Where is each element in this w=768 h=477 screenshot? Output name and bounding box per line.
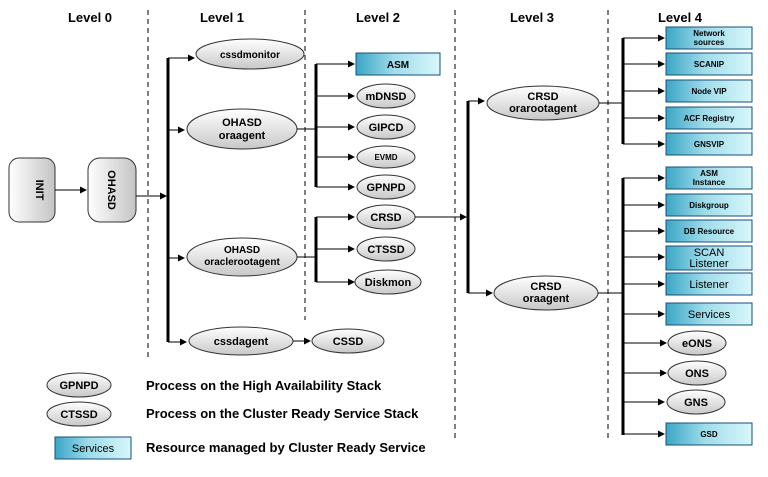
legend-resource-sample: Services bbox=[54, 436, 132, 460]
legend-ha-sample-label: GPNPD bbox=[59, 380, 98, 392]
crsd-oraagent-line2: oraagent bbox=[523, 293, 570, 305]
scan-listener-line1: SCAN bbox=[694, 247, 725, 259]
ohasd-label: OHASD bbox=[105, 170, 117, 210]
scanip-node: SCANIP bbox=[665, 52, 753, 76]
ohasd-oraclerootagent-line1: OHASD bbox=[224, 245, 260, 256]
diskmon-label: Diskmon bbox=[365, 277, 412, 289]
gpnpd-label: GPNPD bbox=[366, 182, 405, 194]
listener-label: Listener bbox=[689, 279, 728, 291]
legend-crs-sample: CTSSD bbox=[46, 401, 112, 427]
node-vip-node: Node VIP bbox=[665, 79, 753, 103]
evmd-node: EVMD bbox=[356, 145, 416, 169]
cssdmonitor-label: cssdmonitor bbox=[220, 50, 280, 61]
legend-resource-text: Resource managed by Cluster Ready Servic… bbox=[146, 440, 426, 455]
ons-node: ONS bbox=[667, 360, 727, 386]
crsd-oraagent-line1: CRSD bbox=[530, 281, 561, 293]
crsd-orarootagent-node: CRSD orarootagent bbox=[486, 85, 600, 121]
gipcd-label: GIPCD bbox=[369, 122, 404, 134]
services-node: Services bbox=[665, 302, 753, 326]
network-sources-node: Network sources bbox=[665, 26, 753, 50]
legend: GPNPD Process on the High Availability S… bbox=[46, 372, 426, 460]
crsd-node: CRSD bbox=[356, 204, 416, 230]
acf-registry-node: ACF Registry bbox=[665, 106, 753, 130]
node-vip-label: Node VIP bbox=[691, 87, 727, 96]
scanip-label: SCANIP bbox=[694, 60, 725, 69]
ctssd-node: CTSSD bbox=[356, 236, 416, 262]
network-sources-line2: sources bbox=[694, 38, 725, 47]
cssdmonitor-node: cssdmonitor bbox=[195, 38, 305, 70]
gsd-node: GSD bbox=[665, 422, 753, 446]
ons-label: ONS bbox=[685, 368, 709, 380]
level-0-heading: Level 0 bbox=[68, 10, 112, 25]
cssd-label: CSSD bbox=[333, 336, 364, 348]
init-node: INIT bbox=[8, 157, 56, 223]
gnsvip-node: GNSVIP bbox=[665, 132, 753, 156]
crsd-oraagent-node: CRSD oraagent bbox=[493, 275, 599, 311]
legend-crs-sample-label: CTSSD bbox=[60, 409, 97, 421]
diskgroup-node: Diskgroup bbox=[665, 193, 753, 217]
asm-instance-line2: Instance bbox=[693, 178, 726, 187]
gipcd-node: GIPCD bbox=[356, 114, 416, 140]
ohasd-oraclerootagent-node: OHASD oraclerootagent bbox=[186, 237, 298, 277]
listener-node: Listener bbox=[665, 272, 753, 296]
services-label: Services bbox=[688, 309, 731, 321]
asm-label: ASM bbox=[387, 60, 409, 71]
acf-registry-label: ACF Registry bbox=[684, 114, 735, 123]
mdnsd-node: mDNSD bbox=[356, 83, 416, 109]
ohasd-oraagent-line1: OHASD bbox=[222, 117, 262, 129]
gnsvip-label: GNSVIP bbox=[694, 140, 725, 149]
legend-resource-sample-label: Services bbox=[72, 443, 115, 455]
eons-node: eONS bbox=[667, 330, 727, 356]
cssdagent-node: cssdagent bbox=[188, 326, 294, 356]
ohasd-oraagent-node: OHASD oraagent bbox=[186, 108, 298, 150]
evmd-label: EVMD bbox=[374, 153, 397, 162]
diskgroup-label: Diskgroup bbox=[689, 201, 729, 210]
legend-ha-sample: GPNPD bbox=[46, 372, 112, 398]
level-4-heading: Level 4 bbox=[658, 10, 703, 25]
ohasd-oraclerootagent-line2: oraclerootagent bbox=[204, 257, 280, 268]
gns-label: GNS bbox=[684, 397, 708, 409]
ctssd-label: CTSSD bbox=[367, 244, 404, 256]
crsd-label: CRSD bbox=[370, 212, 401, 224]
asm-instance-node: ASM Instance bbox=[665, 166, 753, 190]
mdnsd-label: mDNSD bbox=[366, 91, 407, 103]
level-1-heading: Level 1 bbox=[200, 10, 244, 25]
network-sources-line1: Network bbox=[693, 29, 725, 38]
gns-node: GNS bbox=[666, 389, 726, 415]
crsd-orarootagent-line1: CRSD bbox=[527, 91, 558, 103]
asm-node: ASM bbox=[355, 52, 441, 76]
ohasd-node: OHASD bbox=[87, 157, 137, 223]
ohasd-oraagent-line2: oraagent bbox=[219, 130, 266, 142]
gpnpd-node: GPNPD bbox=[356, 174, 416, 200]
crsd-orarootagent-line2: orarootagent bbox=[509, 103, 577, 115]
level-3-heading: Level 3 bbox=[510, 10, 554, 25]
cssdagent-label: cssdagent bbox=[214, 336, 269, 348]
gsd-label: GSD bbox=[700, 430, 718, 439]
level-2-heading: Level 2 bbox=[356, 10, 400, 25]
scan-listener-node: SCAN Listener bbox=[665, 245, 753, 271]
cssd-node: CSSD bbox=[311, 328, 385, 354]
asm-instance-line1: ASM bbox=[700, 169, 718, 178]
legend-ha-text: Process on the High Availability Stack bbox=[146, 378, 382, 393]
legend-crs-text: Process on the Cluster Ready Service Sta… bbox=[146, 406, 419, 421]
scan-listener-line2: Listener bbox=[689, 258, 728, 270]
init-label: INIT bbox=[33, 180, 45, 201]
db-resource-label: DB Resource bbox=[684, 227, 735, 236]
diskmon-node: Diskmon bbox=[354, 269, 422, 295]
eons-label: eONS bbox=[682, 338, 712, 350]
db-resource-node: DB Resource bbox=[665, 219, 753, 243]
